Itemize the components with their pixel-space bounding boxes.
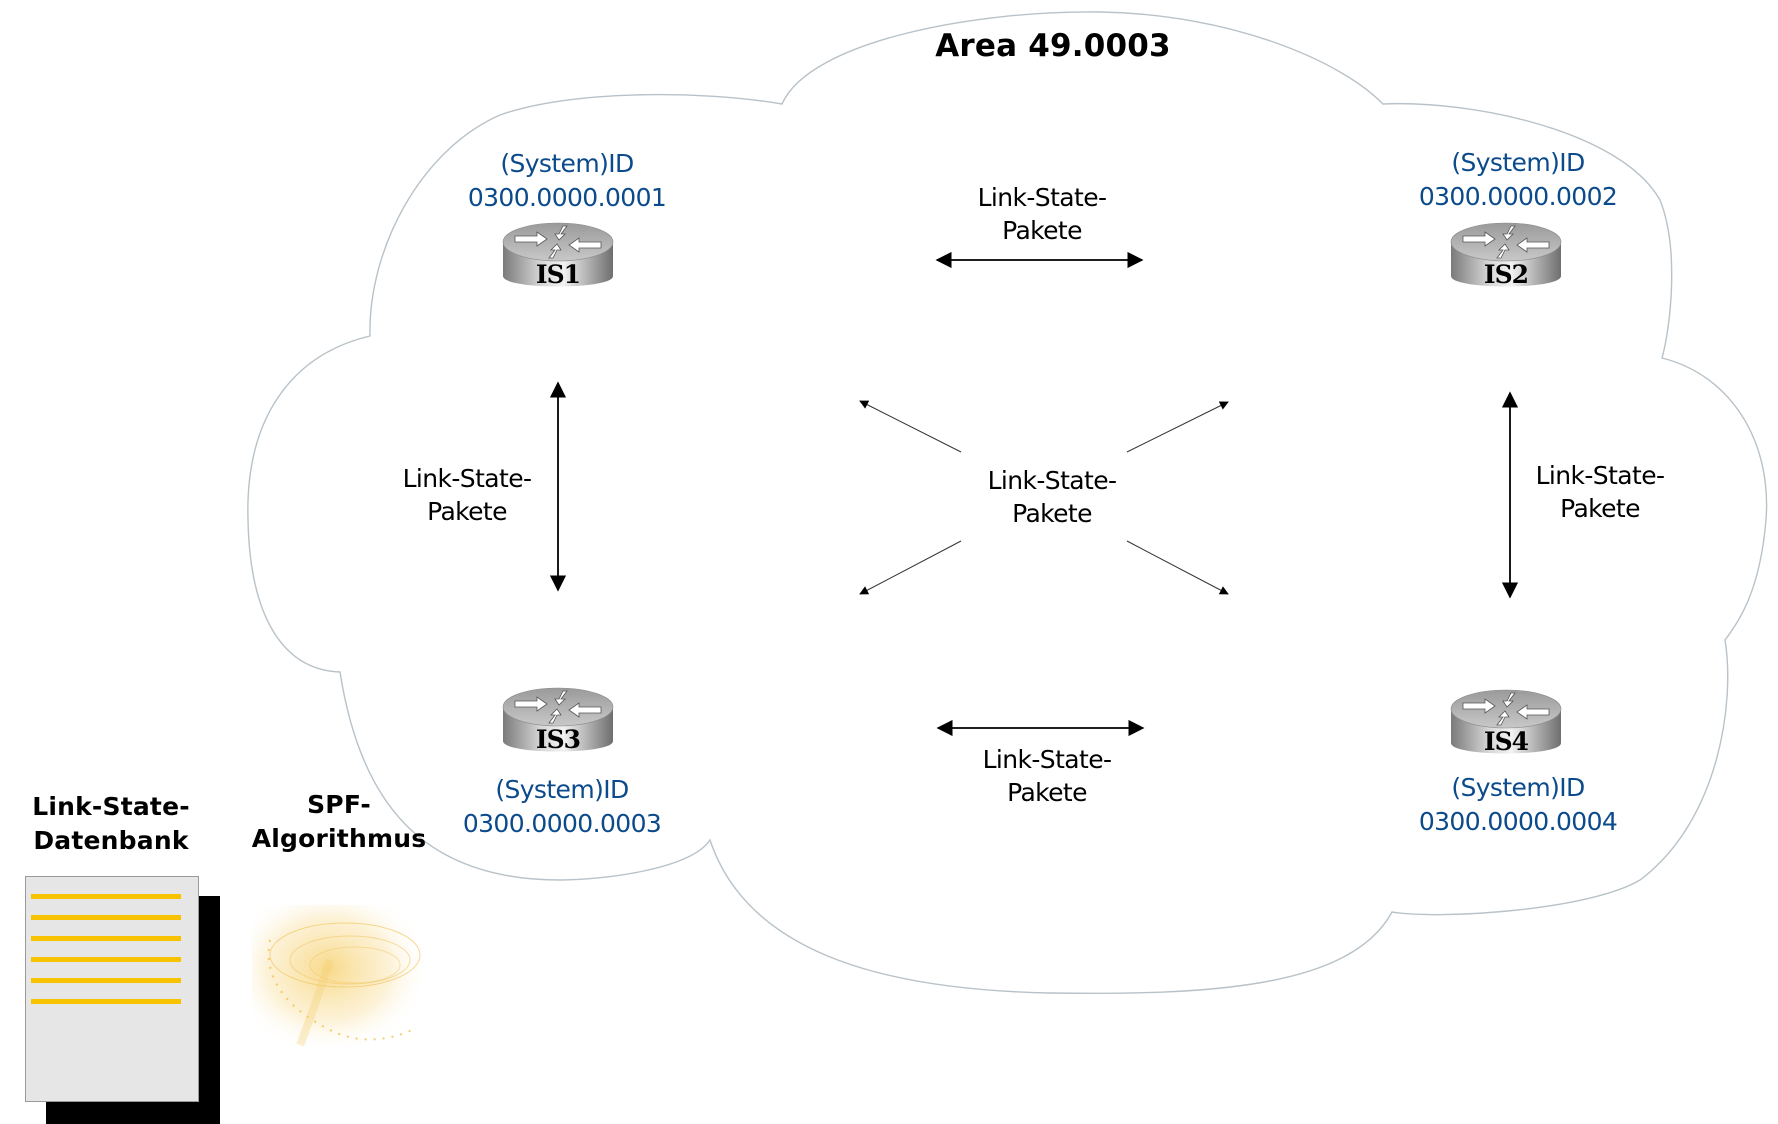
link-label-line1: Link-State-	[977, 183, 1107, 212]
router-name: IS1	[535, 260, 581, 289]
link-label-left: Link-State- Pakete	[403, 462, 532, 528]
flood-arrow-up-right	[1126, 401, 1229, 453]
router-is1-id-block: (System)ID 0300.0000.0001	[467, 147, 667, 215]
router-is3[interactable]: IS3	[501, 685, 615, 761]
area-cloud	[247, 11, 1768, 995]
database-label-line2: Datenbank	[33, 826, 189, 855]
link-label-top: Link-State- Pakete	[978, 181, 1107, 247]
document-line	[31, 999, 181, 1004]
spf-label-line1: SPF-	[307, 790, 371, 819]
flood-arrow-up-left	[859, 400, 962, 453]
system-id-value: 0300.0000.0003	[462, 809, 662, 838]
router-icon	[1450, 689, 1562, 754]
link-label-line2: Pakete	[1012, 499, 1092, 528]
link-label-bottom: Link-State- Pakete	[983, 743, 1112, 809]
router-is1[interactable]: IS1	[501, 220, 615, 296]
system-id-label: (System)ID	[500, 149, 634, 178]
router-is2-id-block: (System)ID 0300.0000.0002	[1418, 146, 1618, 214]
router-name: IS3	[535, 725, 581, 754]
router-name: IS2	[1483, 260, 1529, 289]
database-label-line1: Link-State-	[32, 792, 190, 821]
router-is2[interactable]: IS2	[1449, 220, 1563, 296]
system-id-label: (System)ID	[1451, 773, 1585, 802]
router-name: IS4	[1483, 727, 1529, 756]
link-label-line2: Pakete	[427, 497, 507, 526]
document-line	[31, 978, 181, 983]
spf-label: SPF- Algorithmus	[252, 788, 427, 856]
database-label: Link-State- Datenbank	[32, 790, 190, 858]
area-title: Area 49.0003	[935, 28, 1171, 64]
router-is4-id-block: (System)ID 0300.0000.0004	[1418, 771, 1618, 839]
system-id-label: (System)ID	[1451, 148, 1585, 177]
router-icon	[502, 687, 614, 752]
document-icon	[25, 876, 199, 1102]
link-label-line2: Pakete	[1007, 778, 1087, 807]
system-id-value: 0300.0000.0002	[1418, 182, 1618, 211]
system-id-label: (System)ID	[495, 775, 629, 804]
link-label-right: Link-State- Pakete	[1536, 459, 1665, 525]
link-label-line2: Pakete	[1560, 494, 1640, 523]
link-label-line1: Link-State-	[402, 464, 532, 493]
document-line	[31, 957, 181, 962]
system-id-value: 0300.0000.0001	[467, 183, 667, 212]
flood-arrow-down-right	[1126, 540, 1229, 595]
document-line	[31, 936, 181, 941]
link-label-line1: Link-State-	[1535, 461, 1665, 490]
link-label-line1: Link-State-	[987, 466, 1117, 495]
spf-label-line2: Algorithmus	[251, 824, 427, 853]
link-label-line1: Link-State-	[982, 745, 1112, 774]
router-is3-id-block: (System)ID 0300.0000.0003	[462, 773, 662, 841]
document-line	[31, 915, 181, 920]
router-is4[interactable]: IS4	[1449, 687, 1563, 763]
router-icon	[1450, 222, 1562, 287]
link-label-line2: Pakete	[1002, 216, 1082, 245]
document-line	[31, 894, 181, 899]
router-icon	[502, 222, 614, 287]
system-id-value: 0300.0000.0004	[1418, 807, 1618, 836]
link-label-center: Link-State- Pakete	[988, 464, 1117, 530]
flood-arrow-down-left	[859, 540, 962, 595]
swirl-icon	[252, 905, 422, 1047]
